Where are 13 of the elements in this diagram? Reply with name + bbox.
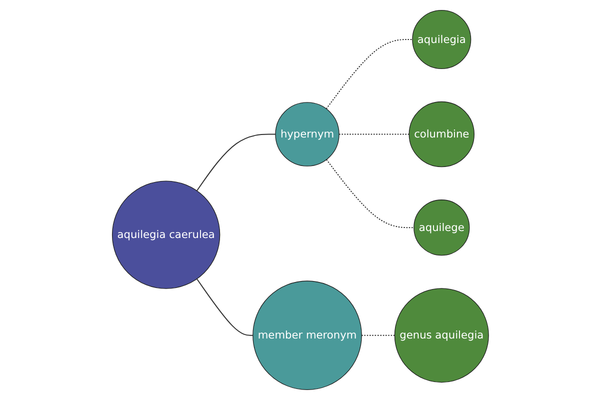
connector — [196, 134, 276, 192]
node-circle: member meronym — [252, 280, 362, 390]
node-circle: aquilegia caerulea — [112, 180, 220, 289]
node-circle: aquilege — [413, 200, 470, 256]
node-circle: aquilegia — [412, 10, 471, 69]
node-circle: hypernym — [274, 102, 339, 166]
node-circle: genus aquilegia — [394, 288, 488, 383]
connector — [360, 334, 395, 336]
connector — [338, 134, 410, 135]
connector — [326, 159, 414, 228]
connector — [196, 278, 253, 336]
node-circle: columbine — [408, 101, 474, 168]
connector — [325, 38, 412, 110]
